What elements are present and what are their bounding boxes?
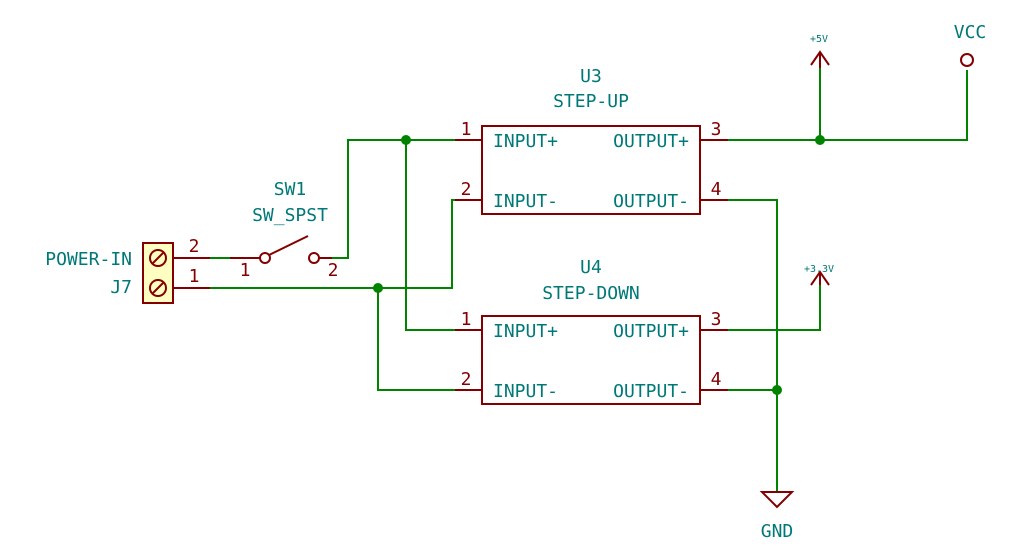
u3-pin2-name: INPUT- (493, 191, 558, 212)
wire-u3in-to-u4in (405, 140, 455, 331)
wire-u4-out-pos (728, 285, 821, 331)
ground-icon (759, 491, 795, 509)
power-3v3: +3.3V (804, 264, 834, 286)
u3-pin1-num: 1 (461, 119, 472, 140)
screw-terminal-icon (142, 242, 174, 304)
power-circle-icon (960, 53, 974, 67)
screw-2-slot (152, 252, 164, 264)
u3-pin2-num: 2 (461, 179, 472, 200)
sw1-switch[interactable]: SW1 SW_SPST 1 2 (230, 179, 338, 281)
screw-2 (149, 249, 167, 267)
u4-pin4-name: OUTPUT- (613, 381, 689, 402)
screw-1-slot (152, 282, 164, 294)
junction-dot (815, 135, 825, 145)
sw1-pin2-num: 2 (328, 260, 339, 281)
u4-body (481, 315, 701, 405)
wire-j7-to-u3-neg (210, 199, 455, 289)
sw1-value: SW_SPST (252, 205, 328, 226)
power-arrow-head (810, 270, 830, 286)
u3-step-up[interactable]: U3 STEP-UP INPUT+ INPUT- OUTPUT+ OUTPUT-… (455, 66, 728, 215)
u4-value: STEP-DOWN (542, 283, 640, 304)
wire-j7-to-u4-neg (377, 288, 455, 391)
u4-ref: U4 (580, 257, 602, 278)
u4-pin4-num: 4 (711, 369, 722, 390)
junction-dot (772, 385, 782, 395)
j7-pin2-num: 2 (189, 236, 200, 257)
u3-value: STEP-UP (553, 91, 629, 112)
junction-dot (401, 135, 411, 145)
j7-ref: J7 (110, 277, 132, 298)
u4-pin1-name: INPUT+ (493, 321, 558, 342)
power-gnd: GND (759, 491, 795, 542)
u4-pin3-name: OUTPUT+ (613, 321, 689, 342)
power-3v3-label: +3.3V (804, 264, 834, 275)
sw1-contact-2 (308, 252, 320, 264)
u3-pin3-name: OUTPUT+ (613, 131, 689, 152)
u4-pin1-num: 1 (461, 309, 472, 330)
power-arrow-head (810, 50, 830, 66)
sw1-pin1-num: 1 (240, 260, 251, 281)
sw1-ref: SW1 (274, 179, 307, 200)
u3-ref: U3 (580, 66, 602, 87)
power-gnd-label: GND (761, 521, 794, 542)
u3-body (481, 125, 701, 215)
screw-1 (149, 279, 167, 297)
j7-connector[interactable]: POWER-IN J7 2 1 (45, 236, 210, 304)
power-5v-label: +5V (810, 34, 828, 45)
j7-pin1-num: 1 (189, 266, 200, 287)
switch-icon (259, 252, 271, 264)
u3-pin4-name: OUTPUT- (613, 191, 689, 212)
u3-pin4-num: 4 (711, 179, 722, 200)
wire-sw-to-u3-in (332, 139, 455, 259)
power-vcc-label: VCC (954, 22, 987, 43)
u3-pin1-name: INPUT+ (493, 131, 558, 152)
u4-pin2-name: INPUT- (493, 381, 558, 402)
power-5v: +5V (810, 34, 830, 68)
sw1-lever (268, 235, 309, 256)
power-vcc: VCC (954, 22, 987, 67)
junctions (373, 135, 825, 395)
u4-pin3-num: 3 (711, 309, 722, 330)
wire-u3-out-pos (728, 70, 968, 141)
j7-value: POWER-IN (45, 249, 132, 270)
wires (210, 68, 968, 492)
u4-step-down[interactable]: U4 STEP-DOWN INPUT+ INPUT- OUTPUT+ OUTPU… (455, 257, 728, 405)
wire-u3-out-neg (728, 199, 778, 492)
u4-pin2-num: 2 (461, 369, 472, 390)
junction-dot (373, 283, 383, 293)
u3-pin3-num: 3 (711, 119, 722, 140)
